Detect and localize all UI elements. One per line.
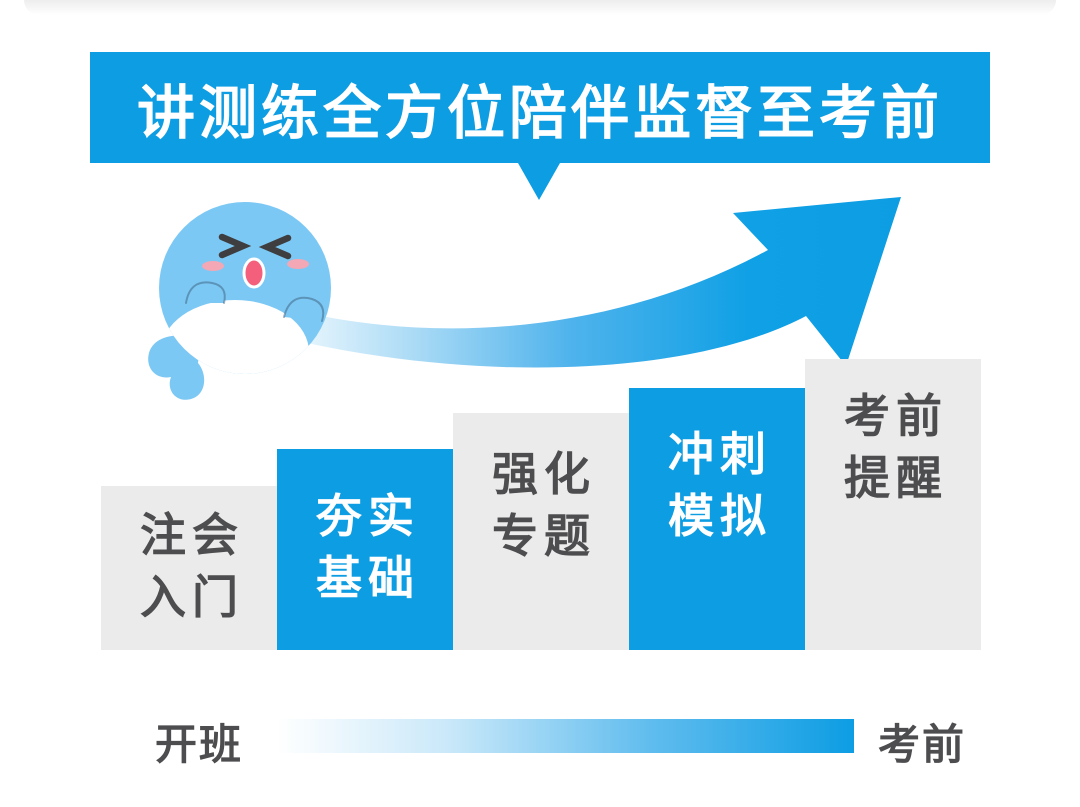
step-label-line: 考前	[844, 390, 948, 442]
step-label-line: 基础	[316, 552, 420, 604]
step-reminder: 考前 提醒	[805, 359, 981, 650]
step-intensify: 强化 专题	[453, 413, 629, 650]
timeline-end-label: 考前	[878, 721, 967, 768]
timeline-start-label: 开班	[155, 721, 244, 768]
step-label-line: 强化	[492, 448, 596, 500]
headline-text: 讲测练全方位陪伴监督至考前	[136, 80, 943, 146]
step-intro: 注会 入门	[101, 486, 277, 650]
step-label-line: 入门	[140, 571, 244, 623]
step-label-line: 夯实	[316, 490, 420, 542]
step-label-line: 模拟	[668, 490, 772, 542]
step-label-line: 注会	[140, 509, 244, 561]
step-label-line: 提醒	[844, 452, 948, 504]
step-label-line: 专题	[492, 510, 596, 562]
step-foundation: 夯实 基础	[277, 449, 453, 650]
step-sprint: 冲刺 模拟	[629, 388, 805, 650]
timeline-gradient-bar	[277, 719, 854, 753]
whale-mascot-icon	[148, 202, 331, 400]
step-label-line: 冲刺	[668, 428, 772, 480]
headline-banner: 讲测练全方位陪伴监督至考前	[90, 52, 990, 163]
card-top-shadow	[24, 0, 1056, 15]
banner-pointer-triangle	[518, 163, 560, 200]
